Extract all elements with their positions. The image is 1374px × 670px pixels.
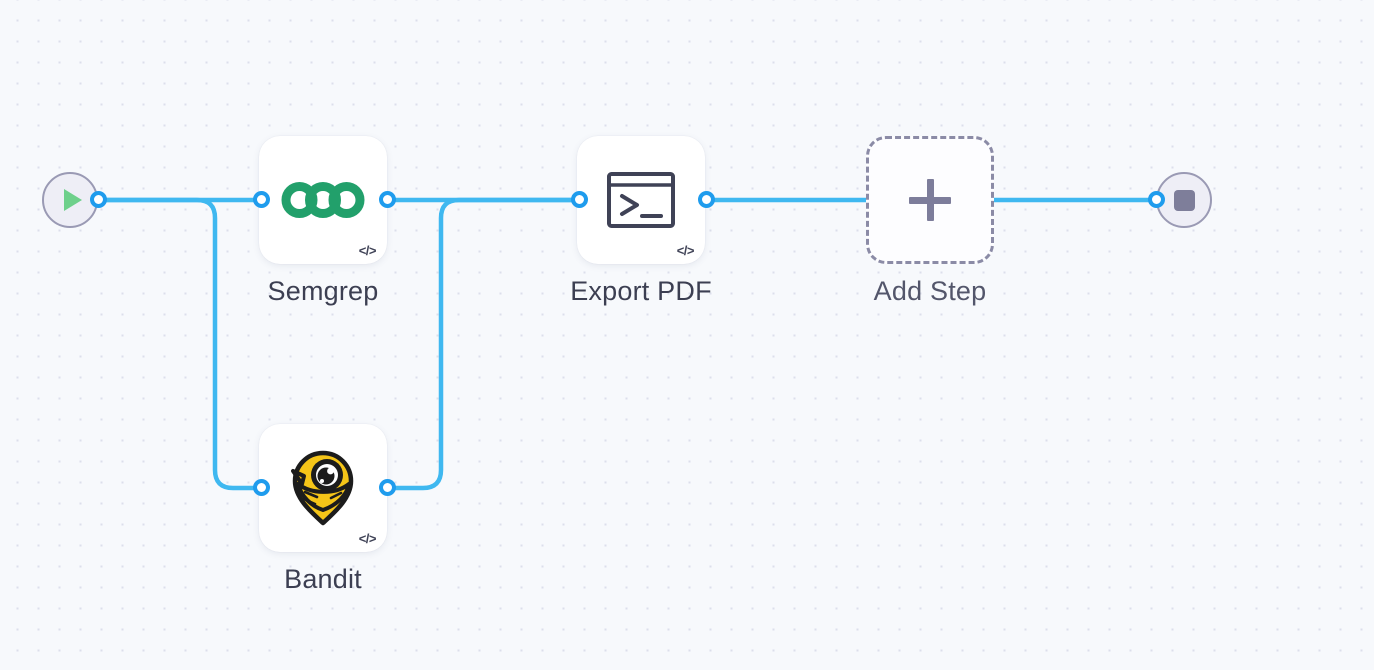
node-bandit-card[interactable]: </>	[259, 424, 387, 552]
code-badge-icon: </>	[358, 243, 377, 258]
add-step-button[interactable]	[866, 136, 994, 264]
node-export-pdf-input-port[interactable]	[571, 191, 588, 208]
end-node-input-port[interactable]	[1148, 191, 1165, 208]
start-node[interactable]	[42, 172, 98, 228]
node-export-pdf[interactable]: </> Export PDF	[570, 136, 712, 306]
plus-icon	[909, 179, 951, 221]
node-export-pdf-label: Export PDF	[570, 276, 712, 306]
node-add-step-label: Add Step	[873, 276, 987, 306]
node-semgrep-input-port[interactable]	[253, 191, 270, 208]
node-semgrep[interactable]: </> Semgrep	[259, 136, 387, 306]
node-semgrep-output-port[interactable]	[379, 191, 396, 208]
start-node-output-port[interactable]	[90, 191, 107, 208]
code-badge-icon: </>	[358, 531, 377, 546]
node-bandit-label: Bandit	[284, 564, 362, 594]
terminal-icon	[607, 172, 675, 228]
code-badge-icon: </>	[676, 243, 695, 258]
bandit-logo-icon	[291, 450, 354, 526]
semgrep-logo-icon	[281, 182, 365, 218]
stop-icon	[1173, 189, 1195, 211]
node-add-step[interactable]: Add Step	[866, 136, 994, 306]
node-bandit-input-port[interactable]	[253, 479, 270, 496]
play-icon	[63, 189, 82, 211]
node-bandit-output-port[interactable]	[379, 479, 396, 496]
node-export-pdf-card[interactable]: </>	[577, 136, 705, 264]
node-semgrep-card[interactable]: </>	[259, 136, 387, 264]
edge-bandit-exportpdf	[384, 197, 582, 491]
node-semgrep-label: Semgrep	[267, 276, 379, 306]
node-export-pdf-output-port[interactable]	[698, 191, 715, 208]
end-node[interactable]	[1156, 172, 1212, 228]
edge-start-bandit	[96, 197, 264, 491]
node-bandit[interactable]: </> Bandit	[259, 424, 387, 594]
